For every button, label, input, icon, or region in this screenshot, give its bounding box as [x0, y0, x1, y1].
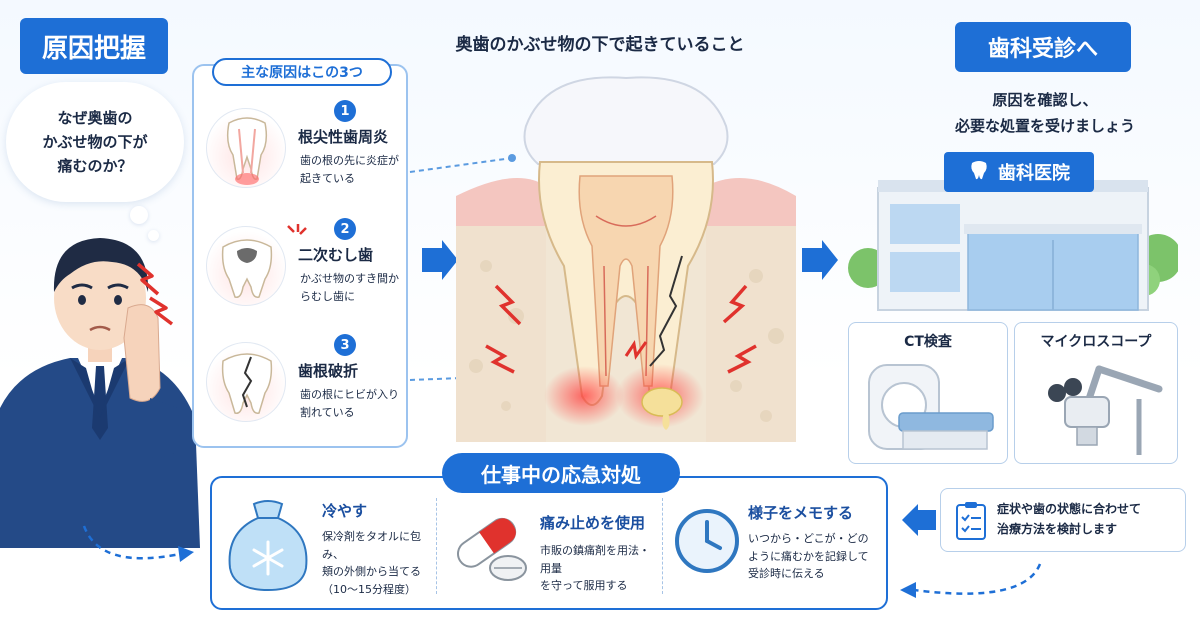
- cause-item-periapical: 1 根尖性歯周炎 歯の根の先に炎症が起きている: [200, 100, 400, 210]
- cause-number-badge: 2: [334, 218, 356, 240]
- desc-line: （10〜15分程度）: [322, 582, 416, 596]
- emergency-title: 仕事中の応急対処: [442, 453, 680, 493]
- question-line-2: かぶせ物の下が: [42, 133, 148, 151]
- cause-title: 二次むし歯: [298, 246, 374, 264]
- alert-burst-icon: [287, 224, 307, 235]
- decayed-tooth-icon: [221, 239, 273, 299]
- desc-line: 受診時に伝える: [748, 567, 825, 581]
- right-subtitle-line-1: 原因を確認し、: [992, 91, 1098, 109]
- equipment-card-ct: CT検査: [848, 322, 1008, 464]
- emergency-item-cool: 冷やす 保冷剤をタオルに包み、 頬の外側から当てる （10〜15分程度）: [222, 492, 432, 600]
- cause-number-badge: 3: [334, 334, 356, 356]
- cause-number-badge: 1: [334, 100, 356, 122]
- cause-image: [206, 108, 286, 188]
- arrow-right-icon: [802, 240, 838, 280]
- clinic-building-graphic: [848, 180, 1182, 311]
- pain-zap-icon: [136, 262, 174, 326]
- note-text: 症状や歯の状態に合わせて 治療方法を検討します: [997, 499, 1141, 540]
- right-subtitle-line-2: 必要な処置を受けましょう: [954, 116, 1135, 135]
- equipment-label: CT検査: [904, 334, 952, 350]
- causes-header: 主な原因はこの3つ: [212, 58, 392, 86]
- dashed-arrow-to-emergency: [82, 525, 194, 562]
- emergency-item-memo: 様子をメモする いつから・どこが・どの ように痛むかを記録して 受診時に伝える: [668, 492, 884, 600]
- cause-image: [206, 342, 286, 422]
- treatment-note-box: 症状や歯の状態に合わせて 治療方法を検討します: [940, 488, 1186, 552]
- question-line-1: なぜ奥歯の: [57, 109, 133, 127]
- divider: [436, 498, 437, 594]
- dashed-arrow-back: [900, 563, 1042, 598]
- section-title-visit-dentist: 歯科受診へ: [955, 22, 1131, 72]
- ice-pack-icon: [228, 500, 308, 592]
- desc-line: 保冷剤をタオルに包み、: [322, 530, 421, 561]
- tooth-icon: [968, 159, 990, 186]
- cause-item-root-fracture: 3 歯根破折 歯の根にヒビが入り割れている: [200, 334, 400, 444]
- emergency-item-desc: いつから・どこが・どの ように痛むかを記録して 受診時に伝える: [748, 530, 869, 583]
- emergency-item-title: 様子をメモする: [748, 504, 854, 522]
- clinic-sign: 歯科医院: [944, 152, 1094, 192]
- arrow-right-icon: [422, 240, 458, 280]
- cause-description: 歯の根にヒビが入り割れている: [300, 388, 399, 419]
- ct-scanner-icon: [868, 364, 994, 450]
- section-title-cause: 原因把握: [20, 18, 168, 74]
- tooth-cross-section-illustration: [456, 76, 796, 442]
- note-line-2: 治療方法を検討します: [997, 522, 1118, 537]
- arrow-left-icon: [902, 504, 936, 536]
- inflamed-tooth-icon: [226, 117, 268, 185]
- cause-item-secondary-caries: 2 二次むし歯 かぶせ物のすき間からむし歯に: [200, 218, 400, 328]
- clock-icon: [675, 509, 739, 573]
- emergency-item-desc: 市販の鎮痛剤を用法・用量 を守って服用する: [540, 542, 658, 595]
- equipment-label: マイクロスコープ: [1040, 334, 1152, 350]
- equipment-card-microscope: マイクロスコープ: [1014, 322, 1178, 464]
- desc-line: 市販の鎮痛剤を用法・用量: [540, 544, 650, 575]
- worried-businessman-illustration: [0, 238, 200, 548]
- microscope-icon: [1048, 365, 1163, 455]
- bubble-dot: [148, 230, 159, 241]
- divider: [662, 498, 663, 594]
- bubble-dot: [130, 206, 148, 224]
- emergency-item-painkiller: 痛み止めを使用 市販の鎮痛剤を用法・用量 を守って服用する: [444, 492, 658, 600]
- note-line-1: 症状や歯の状態に合わせて: [997, 502, 1142, 516]
- clipboard-icon: [956, 502, 986, 540]
- center-title: 奥歯のかぶせ物の下で起きていること: [455, 35, 745, 55]
- thought-bubble: なぜ奥歯の かぶせ物の下が 痛むのか？: [6, 82, 184, 202]
- cracked-tooth-icon: [221, 353, 273, 415]
- emergency-item-title: 痛み止めを使用: [540, 514, 646, 532]
- pill-icon: [457, 517, 527, 581]
- emergency-item-title: 冷やす: [322, 502, 368, 520]
- desc-line: ように痛むかを記録して: [748, 549, 869, 563]
- clinic-sign-text: 歯科医院: [998, 163, 1070, 184]
- dental-clinic-illustration: 歯科医院: [848, 140, 1182, 320]
- right-subtitle: 原因を確認し、 必要な処置を受けましょう: [910, 88, 1180, 139]
- desc-line: いつから・どこが・どの: [748, 532, 869, 545]
- desc-line: を守って服用する: [540, 579, 628, 593]
- cause-title: 歯根破折: [298, 362, 359, 380]
- question-line-3: 痛むのか？: [57, 157, 133, 175]
- cause-title: 根尖性歯周炎: [298, 128, 389, 146]
- cause-image: [206, 226, 286, 306]
- emergency-panel: [210, 476, 888, 610]
- desc-line: 頬の外側から当てる: [322, 565, 421, 579]
- emergency-item-desc: 保冷剤をタオルに包み、 頬の外側から当てる （10〜15分程度）: [322, 528, 432, 598]
- cause-description: 歯の根の先に炎症が起きている: [300, 154, 399, 185]
- cause-description: かぶせ物のすき間からむし歯に: [300, 272, 399, 303]
